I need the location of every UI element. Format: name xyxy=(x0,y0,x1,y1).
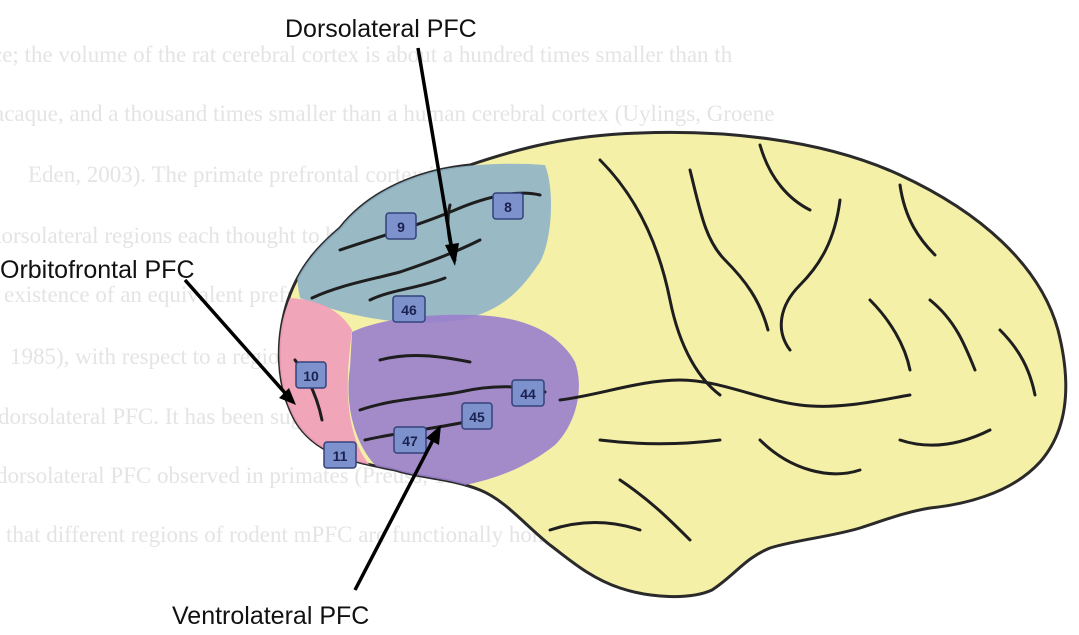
brodmann-area-46: 46 xyxy=(393,296,425,322)
svg-text:11: 11 xyxy=(333,448,348,464)
svg-text:10: 10 xyxy=(303,368,319,384)
brodmann-area-11: 11 xyxy=(324,442,356,468)
svg-text:45: 45 xyxy=(469,409,485,425)
brodmann-area-9: 9 xyxy=(386,213,416,239)
brodmann-area-45: 45 xyxy=(462,403,492,429)
brodmann-area-44: 44 xyxy=(512,380,544,406)
svg-text:44: 44 xyxy=(520,386,536,402)
brodmann-area-47: 47 xyxy=(394,427,426,453)
brodmann-area-8: 8 xyxy=(493,193,523,219)
svg-text:46: 46 xyxy=(401,302,417,318)
svg-text:8: 8 xyxy=(504,199,512,215)
brodmann-area-10: 10 xyxy=(296,362,326,388)
ventrolateral-pfc-label: Ventrolateral PFC xyxy=(172,602,369,630)
svg-text:9: 9 xyxy=(397,219,405,235)
dorsolateral-pfc-label: Dorsolateral PFC xyxy=(285,15,477,43)
svg-text:47: 47 xyxy=(402,433,418,449)
orbitofrontal-pfc-label: Orbitofrontal PFC xyxy=(0,256,195,284)
